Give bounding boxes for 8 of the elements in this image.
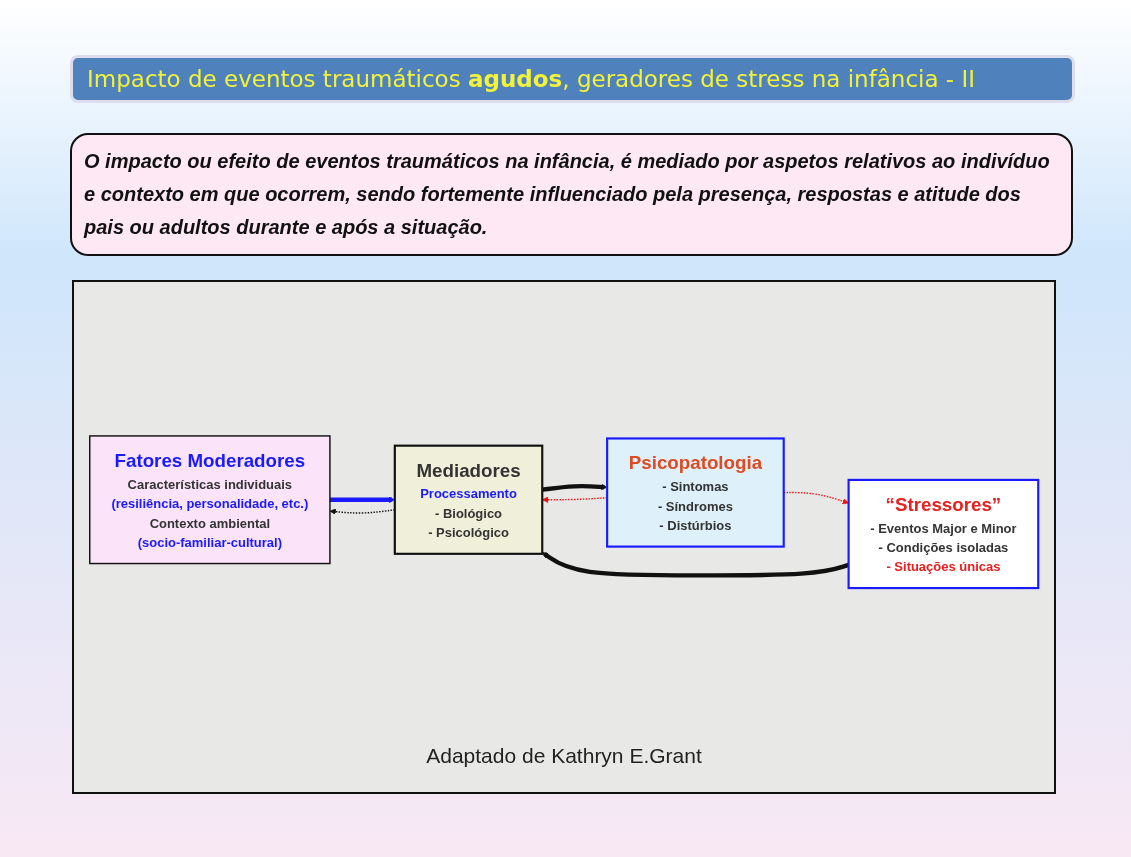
title-bar: Impacto de eventos traumáticos agudos, geradores de stress na infância - II [70,55,1075,103]
description-paragraph: O impacto ou efeito de eventos traumáticos na infância, é mediado por aspetos relativos ao indivíduo e contexto em que ocorrem, sendo fortemente influenciado pela presença, respostas e atitude dos pais ou adultos durante e após a situação. [70,133,1073,256]
node-box [606,437,785,548]
caption: Adaptado de Kathryn E.Grant [425,744,703,768]
diagram-panel: Fatores Moderadores Características individuais (resiliência, personalidade, etc.) Contexto ambiental (socio-familiar-cultural) “Stressores” - Eventos Major e Minor - Condições isoladas - Situações únicas Mediadores Processamento - Biológico - Psicológico Psicopatologia - Sintomas - Síndromes - Distúrbios Adaptado de Kathryn E.Grant [72,280,1056,794]
node-box [393,444,544,555]
node-box [847,478,1040,590]
node-box [89,435,331,565]
